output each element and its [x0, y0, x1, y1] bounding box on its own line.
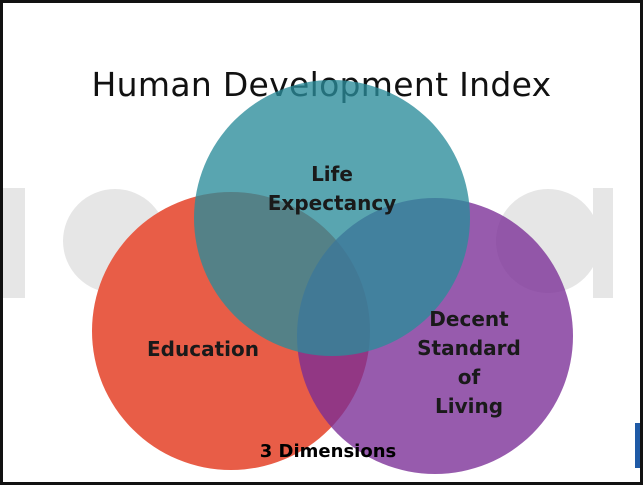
label-living-line-1: Decent — [429, 307, 509, 331]
venn-diagram: Life Expectancy Education Decent Standar… — [3, 80, 613, 474]
label-life-line-1: Life — [311, 162, 353, 186]
label-living-line-2: Standard — [417, 336, 521, 360]
watermark-shape — [593, 188, 613, 298]
diagram-caption: 3 Dimensions — [259, 441, 397, 462]
label-living-line-4: Living — [435, 394, 503, 418]
watermark-shape — [3, 188, 25, 298]
label-education: Education — [147, 337, 259, 361]
circle-life-expectancy — [194, 80, 470, 356]
edge-strip — [635, 423, 640, 468]
label-living-line-3: of — [458, 365, 481, 389]
label-life-line-2: Expectancy — [268, 191, 397, 215]
